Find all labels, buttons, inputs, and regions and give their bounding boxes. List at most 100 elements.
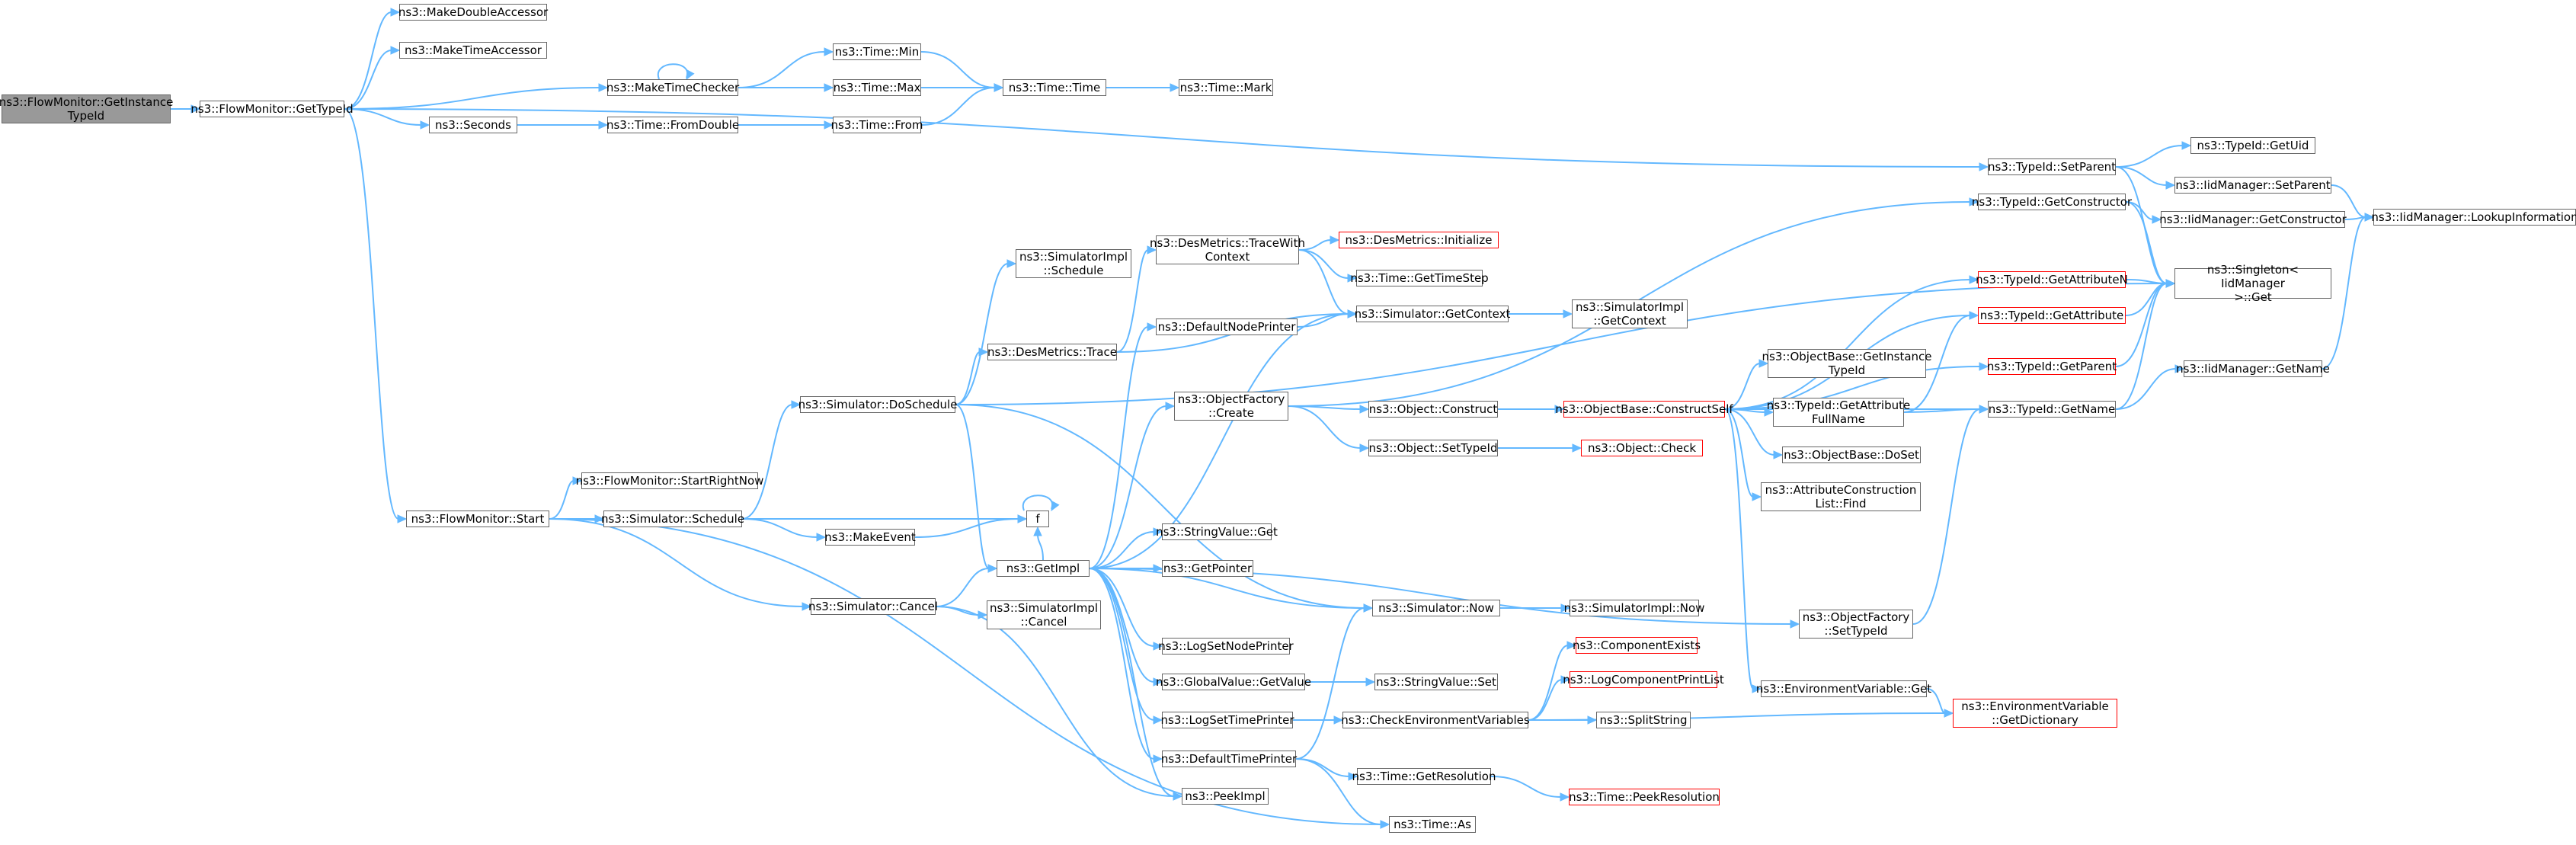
graph-node-log-set-time-printer[interactable]: ns3::LogSetTimePrinter [1160, 712, 1294, 728]
graph-node-f[interactable]: f [1026, 511, 1049, 527]
graph-node-des-init[interactable]: ns3::DesMetrics::Initialize [1339, 232, 1499, 248]
edge-objFactoryCreate-to-objSetTypeId [1288, 405, 1370, 453]
graph-node-time-mark[interactable]: ns3::Time::Mark [1179, 79, 1273, 96]
edge-simCancel-to-peekImpl [935, 606, 1183, 801]
edge-getTypeId-to-makeTimeAcc [344, 46, 401, 110]
graph-node-seconds[interactable]: ns3::Seconds [429, 117, 517, 133]
graph-node-obj-set-type-id[interactable]: ns3::Object::SetTypeId [1368, 440, 1498, 456]
graph-node-flow-start[interactable]: ns3::FlowMonitor::Start [406, 511, 549, 527]
graph-node-time-from[interactable]: ns3::Time::From [830, 117, 923, 133]
graph-node-component-exists[interactable]: ns3::ComponentExists [1572, 637, 1701, 654]
graph-node-time-from-double[interactable]: ns3::Time::FromDouble [606, 117, 740, 133]
graph-node-get-type-id[interactable]: ns3::FlowMonitor::GetTypeId [190, 101, 354, 117]
edge-makeTimeChecker-to-makeTimeChecker [657, 63, 695, 81]
graph-node-type-id-get-attr-full[interactable]: ns3::TypeId::GetAttribute FullName [1766, 398, 1911, 427]
edge-seconds-to-timeFromDouble [517, 120, 609, 130]
graph-node-sim-impl-now[interactable]: ns3::SimulatorImpl::Now [1563, 600, 1705, 616]
graph-node-string-value-set[interactable]: ns3::StringValue::Set [1374, 674, 1498, 690]
graph-node-des-trace-with[interactable]: ns3::DesMetrics::TraceWith Context [1150, 235, 1305, 264]
graph-node-default-node-printer[interactable]: ns3::DefaultNodePrinter [1156, 318, 1298, 335]
edge-getTypeId-to-seconds [344, 108, 430, 130]
graph-node-get-pointer[interactable]: ns3::GetPointer [1162, 560, 1253, 577]
graph-node-time-get-res[interactable]: ns3::Time::GetResolution [1352, 768, 1496, 785]
graph-node-time-get-step[interactable]: ns3::Time::GetTimeStep [1350, 270, 1489, 286]
graph-node-type-id-get-name[interactable]: ns3::TypeId::GetName [1988, 401, 2116, 418]
graph-node-type-id-set-parent[interactable]: ns3::TypeId::SetParent [1987, 158, 2117, 175]
edge-getTypeId-to-makeTimeChecker [344, 83, 609, 110]
graph-node-flow-start-right-now[interactable]: ns3::FlowMonitor::StartRightNow [575, 472, 764, 489]
edge-getImpl-to-logSetNodePrinter [1089, 568, 1163, 651]
graph-node-make-double-acc[interactable]: ns3::MakeDoubleAccessor [398, 4, 549, 21]
graph-node-obj-base-construct-self[interactable]: ns3::ObjectBase::ConstructSelf [1555, 401, 1733, 418]
graph-node-sim-do-schedule[interactable]: ns3::Simulator::DoSchedule [798, 396, 958, 413]
graph-node-get-impl[interactable]: ns3::GetImpl [997, 560, 1090, 577]
edge-timeTime-to-timeMark [1106, 83, 1180, 92]
graph-node-peek-impl[interactable]: ns3::PeekImpl [1182, 788, 1269, 805]
edge-checkEnvVars-to-componentExists [1528, 641, 1577, 721]
graph-node-attr-constr-find[interactable]: ns3::AttributeConstruction List::Find [1761, 482, 1921, 511]
edge-simDoSchedule-to-simNow [955, 404, 1374, 613]
edge-makeTimeChecker-to-timeMin [738, 47, 834, 88]
graph-node-obj-factory-create[interactable]: ns3::ObjectFactory ::Create [1174, 392, 1288, 421]
graph-node-sim-impl-cancel[interactable]: ns3::SimulatorImpl ::Cancel [987, 600, 1101, 629]
edge-getImpl-to-objFactoryCreate [1089, 402, 1176, 569]
graph-node-check-env-vars[interactable]: ns3::CheckEnvironmentVariables [1341, 712, 1530, 728]
edge-timeGetRes-to-timePeekRes [1490, 776, 1570, 802]
graph-node-sim-schedule[interactable]: ns3::Simulator::Schedule [600, 511, 745, 527]
graph-node-make-time-acc[interactable]: ns3::MakeTimeAccessor [399, 42, 547, 59]
edge-typeIdSetParent-to-typeIdGetUid [2115, 141, 2192, 168]
graph-node-string-value-get[interactable]: ns3::StringValue::Get [1156, 523, 1278, 540]
graph-node-obj-construct[interactable]: ns3::Object::Construct [1368, 401, 1498, 418]
graph-node-time-max[interactable]: ns3::Time::Max [833, 79, 921, 96]
graph-node-type-id-get-ctor[interactable]: ns3::TypeId::GetConstructor [1971, 194, 2133, 210]
graph-node-type-id-get-attr[interactable]: ns3::TypeId::GetAttribute [1978, 307, 2126, 324]
edge-getTypeId-to-typeIdSetParent [344, 108, 1989, 171]
edge-simDoSchedule-to-getImpl [955, 404, 998, 573]
graph-node-time-as[interactable]: ns3::Time::As [1389, 816, 1476, 833]
graph-node-sim-get-context[interactable]: ns3::Simulator::GetContext [1354, 306, 1511, 322]
graph-node-make-event[interactable]: ns3::MakeEvent [824, 529, 916, 546]
graph-node-obj-check[interactable]: ns3::Object::Check [1581, 440, 1703, 456]
graph-node-time-min[interactable]: ns3::Time::Min [833, 43, 921, 60]
edge-getImpl-to-stringValueGet [1089, 527, 1163, 569]
edge-getImpl-to-peekImpl [1089, 568, 1183, 801]
graph-node-default-time-printer[interactable]: ns3::DefaultTimePrinter [1160, 751, 1298, 767]
edge-simDoSchedule-to-simImplSchedule [955, 259, 1017, 405]
edge-objBaseConstructSelf-to-typeIdGetParent [1724, 362, 1989, 410]
graph-node-iid-lookup[interactable]: ns3::IidManager::LookupInformation [2371, 209, 2576, 226]
edge-simSchedule-to-simDoSchedule [741, 400, 802, 520]
graph-node-singleton-get[interactable]: ns3::Singleton< IidManager >::Get [2174, 263, 2331, 304]
graph-node-obj-base-do-set[interactable]: ns3::ObjectBase::DoSet [1782, 447, 1921, 463]
graph-node-type-id-get-attr-n[interactable]: ns3::TypeId::GetAttributeN [1976, 271, 2128, 288]
graph-node-make-time-checker[interactable]: ns3::MakeTimeChecker [606, 79, 740, 96]
edge-flowStart-to-flowStartRightNow [549, 476, 583, 520]
edge-envVarGet-to-envVarGetDict [1926, 688, 1954, 718]
edge-objFactorySetTypeId-to-typeIdGetName [1912, 405, 1989, 625]
graph-node-type-id-get-parent[interactable]: ns3::TypeId::GetParent [1986, 358, 2117, 375]
graph-node-iid-get-name[interactable]: ns3::IidManager::GetName [2176, 360, 2330, 377]
graph-node-log-set-node-printer[interactable]: ns3::LogSetNodePrinter [1158, 638, 1294, 655]
graph-node-time-peek-res[interactable]: ns3::Time::PeekResolution [1569, 789, 1720, 805]
graph-node-sim-impl-schedule[interactable]: ns3::SimulatorImpl ::Schedule [1016, 249, 1131, 278]
graph-node-env-var-get[interactable]: ns3::EnvironmentVariable::Get [1755, 680, 1932, 697]
graph-node-type-id-get-uid[interactable]: ns3::TypeId::GetUid [2190, 137, 2315, 154]
edge-getImpl-to-objFactorySetTypeId [1089, 568, 1800, 629]
edge-defaultTimePrinter-to-timeAs [1295, 758, 1390, 829]
graph-node-obj-base-get-inst[interactable]: ns3::ObjectBase::GetInstance TypeId [1762, 349, 1932, 378]
graph-node-env-var-get-dict[interactable]: ns3::EnvironmentVariable ::GetDictionary [1953, 699, 2117, 728]
graph-node-time-time[interactable]: ns3::Time::Time [1003, 79, 1106, 96]
graph-node-split-string[interactable]: ns3::SplitString [1596, 712, 1691, 728]
graph-node-sim-impl-get-context[interactable]: ns3::SimulatorImpl ::GetContext [1572, 299, 1688, 328]
graph-node-iid-get-ctor[interactable]: ns3::IidManager::GetConstructor [2159, 211, 2347, 228]
edge-getTypeId-to-flowStart [344, 108, 408, 523]
graph-node-obj-factory-set-type-id[interactable]: ns3::ObjectFactory ::SetTypeId [1799, 610, 1913, 639]
edge-getImpl-to-globalValueGet [1089, 568, 1163, 687]
graph-node-iid-set-parent[interactable]: ns3::IidManager::SetParent [2174, 177, 2331, 194]
graph-node-sim-cancel[interactable]: ns3::Simulator::Cancel [808, 598, 939, 615]
graph-node-sim-now[interactable]: ns3::Simulator::Now [1372, 600, 1500, 616]
graph-node-log-comp-print-list[interactable]: ns3::LogComponentPrintList [1563, 671, 1724, 688]
graph-node-des-trace[interactable]: ns3::DesMetrics::Trace [987, 344, 1117, 360]
edge-objBaseConstructSelf-to-objBaseGetInst [1724, 359, 1769, 410]
graph-node-global-value-get[interactable]: ns3::GlobalValue::GetValue [1155, 674, 1312, 690]
edge-objBaseConstructSelf-to-attrConstrFind [1724, 408, 1762, 501]
